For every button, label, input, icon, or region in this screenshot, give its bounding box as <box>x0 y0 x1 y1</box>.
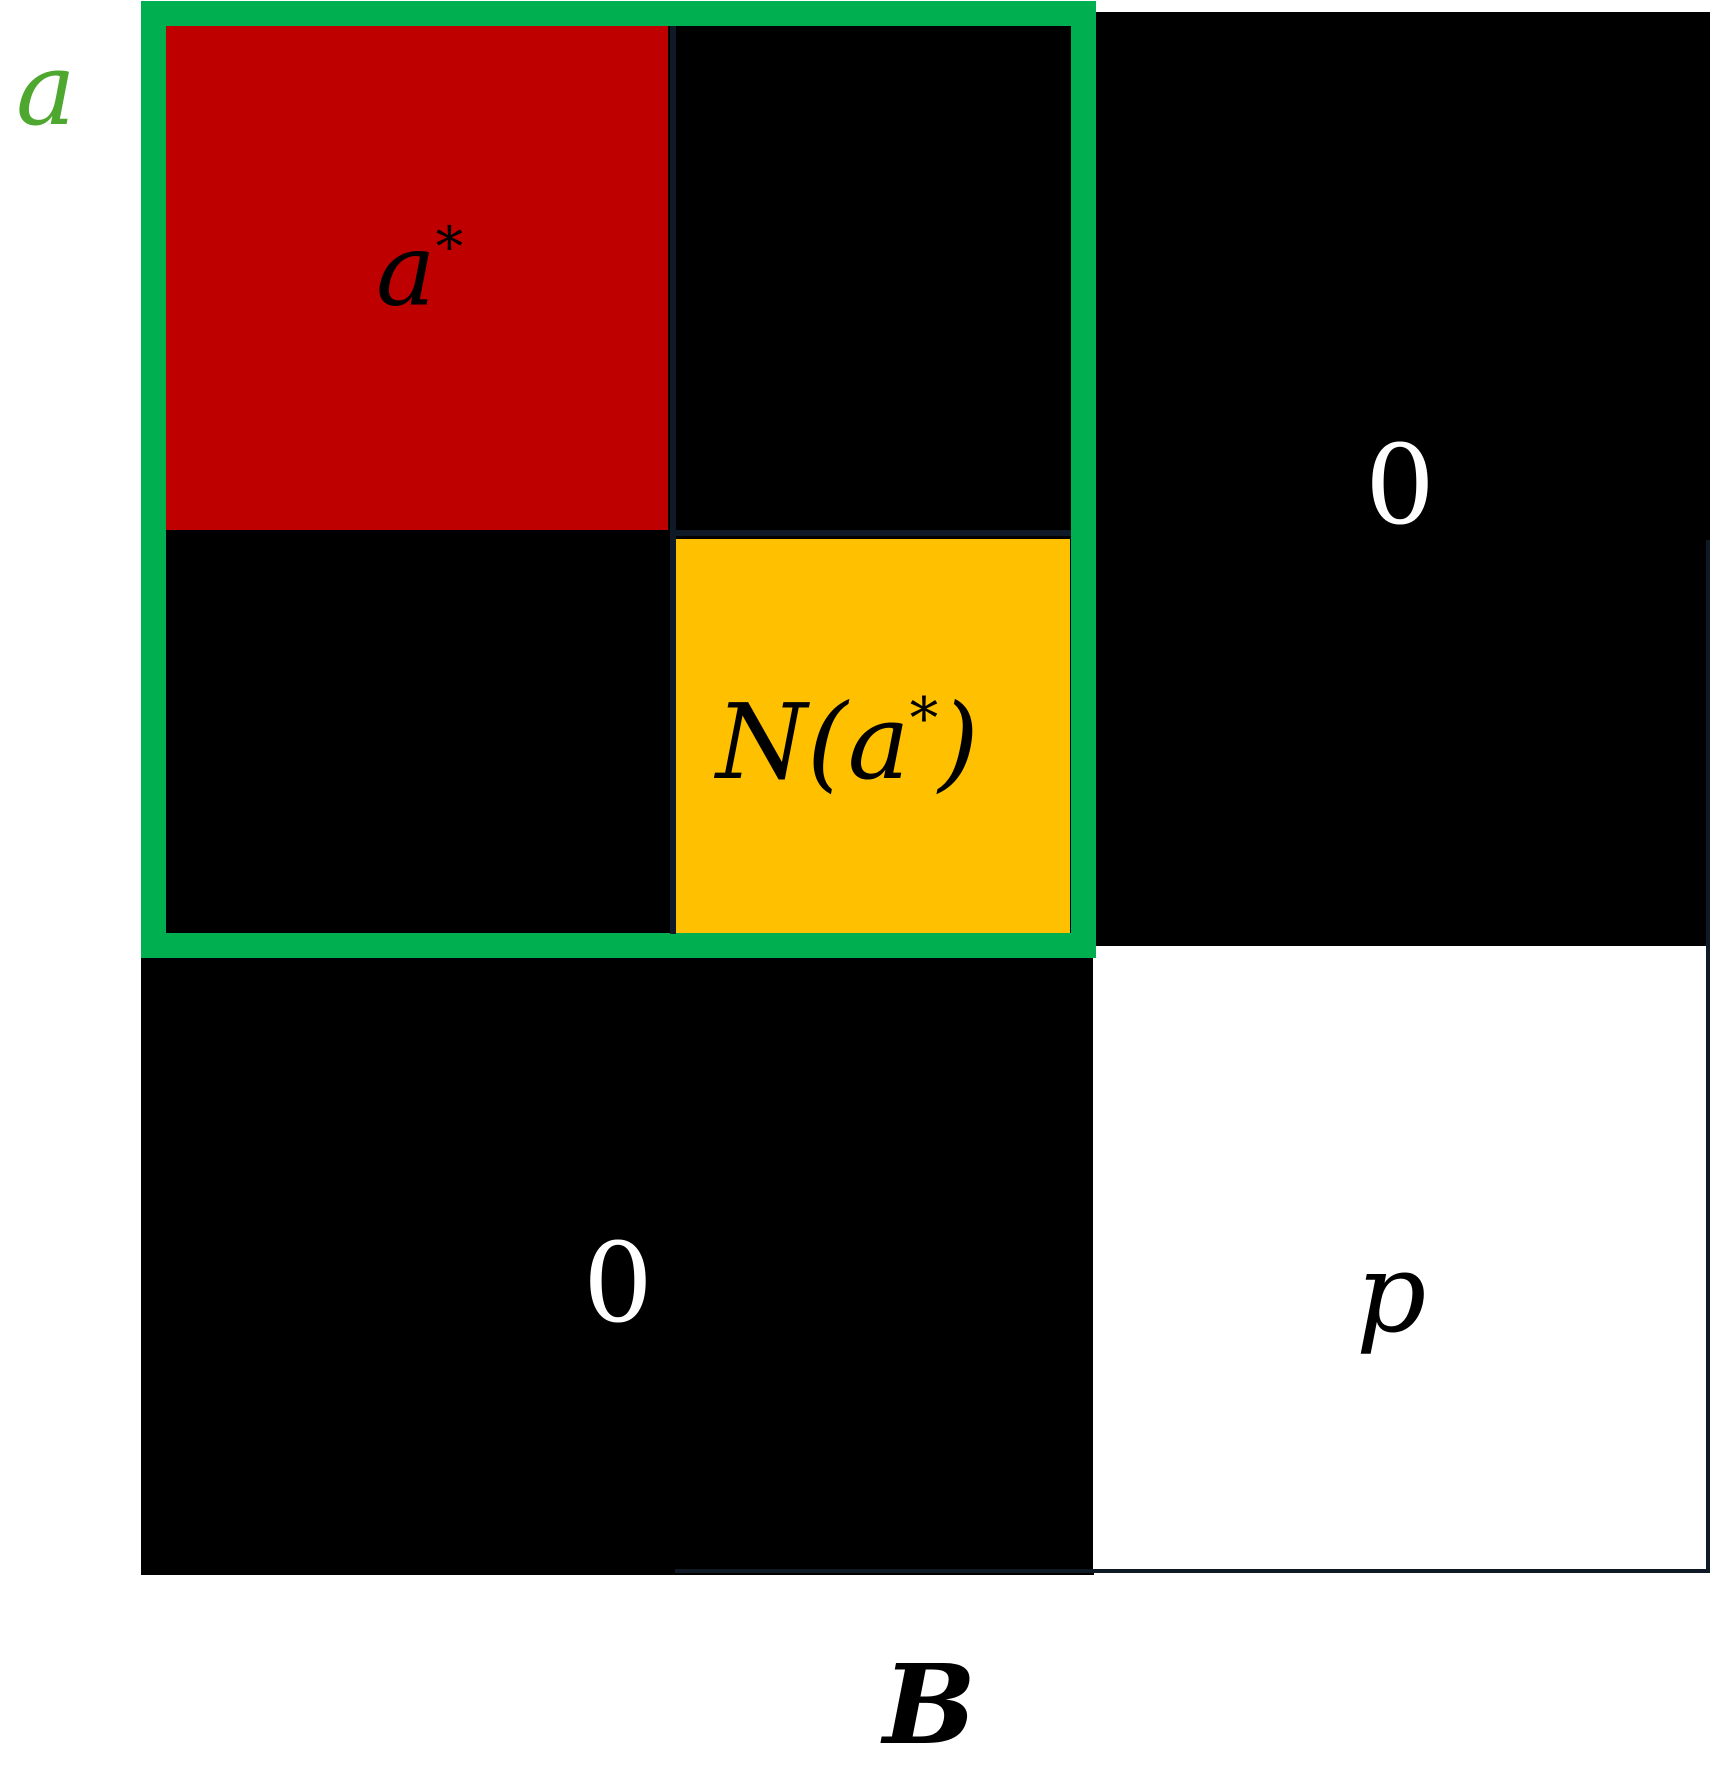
red-block-text: a <box>376 211 436 329</box>
red-block-superscript: * <box>435 215 464 279</box>
yellow-block-suffix: ) <box>938 681 979 803</box>
bottom-axis-label: B <box>883 1650 976 1760</box>
bottom-left-zero-block <box>141 958 1094 1575</box>
top-middle-black-block <box>672 26 1070 530</box>
top-right-zero-block <box>1093 12 1710 946</box>
bottom-right-p-label: p <box>1356 1238 1426 1348</box>
top-right-zero-text: 0 <box>1365 421 1435 549</box>
inner-vertical-separator <box>670 26 676 934</box>
yellow-block-var: a <box>847 681 910 803</box>
bottom-right-p-block <box>1093 946 1710 1573</box>
right-edge-line <box>1706 540 1710 1573</box>
red-a-star-block <box>166 26 668 530</box>
bottom-left-zero-text: 0 <box>583 1219 653 1347</box>
bottom-left-zero-label: 0 <box>583 1228 653 1338</box>
yellow-block-superscript: * <box>909 685 939 752</box>
outer-set-label: a <box>16 40 76 140</box>
middle-left-black-block <box>166 534 672 933</box>
bottom-axis-text: B <box>883 1640 976 1769</box>
outer-set-text: a <box>16 31 76 148</box>
yellow-block-prefix: N( <box>716 681 848 803</box>
red-block-label: a* <box>376 220 463 321</box>
bottom-edge-line <box>675 1569 1710 1573</box>
top-right-zero-label: 0 <box>1365 430 1435 540</box>
bottom-right-p-text: p <box>1356 1229 1427 1357</box>
yellow-n-a-star-block <box>676 539 1070 933</box>
yellow-block-label: N(a*) <box>716 690 979 794</box>
inner-horizontal-separator <box>670 530 1071 536</box>
